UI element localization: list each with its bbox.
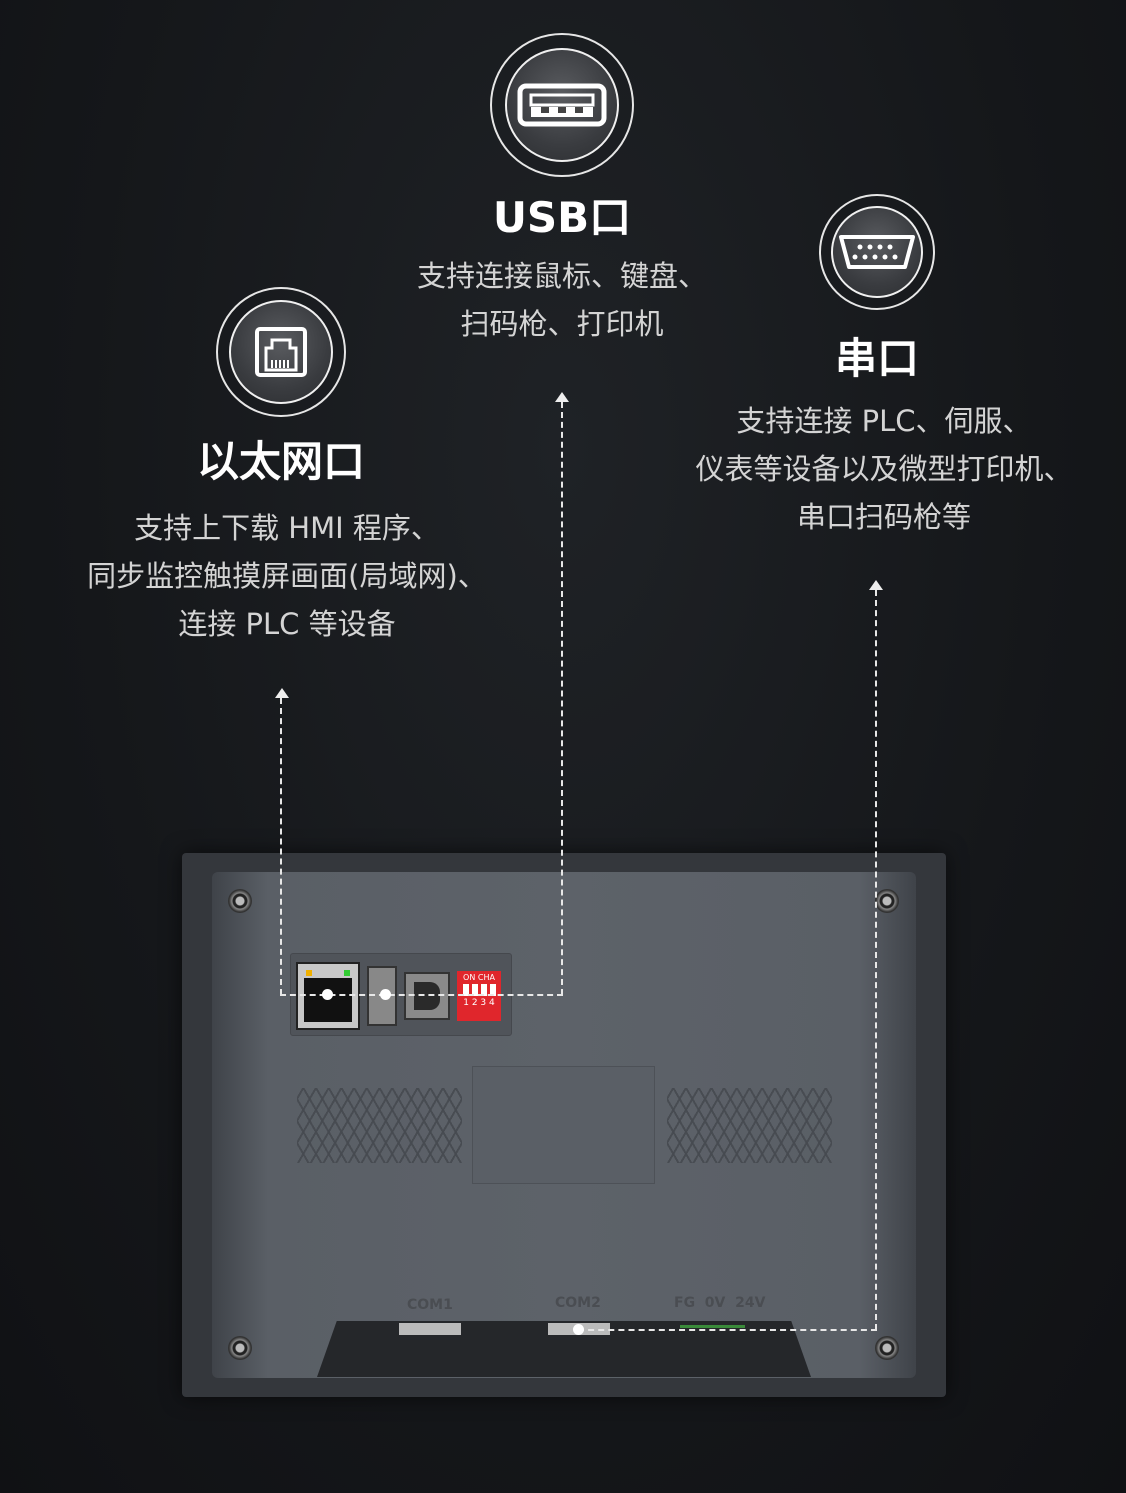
dip-switch[interactable]: ON CHA 1 2 3 4 — [457, 971, 501, 1021]
usb-icon-ring — [490, 33, 634, 177]
usb-b-port[interactable] — [404, 972, 450, 1020]
serial-desc-line: 仪表等设备以及微型打印机、 — [695, 452, 1073, 486]
serial-desc-line: 支持连接 PLC、伺服、 — [736, 404, 1032, 438]
usb-desc-line: 支持连接鼠标、键盘、 — [416, 259, 708, 293]
usb-marker-dot — [380, 989, 391, 1000]
ethernet-title: 以太网口 — [196, 437, 366, 486]
ethernet-desc-line: 同步监控触摸屏画面(局域网)、 — [87, 559, 487, 593]
port-callout-line — [280, 994, 563, 996]
dip-switch-numbers: 1 2 3 4 — [463, 998, 495, 1008]
screw — [228, 1336, 252, 1360]
screw — [875, 1336, 899, 1360]
dip-switch-label: ON CHA — [463, 973, 495, 982]
port-block: ON CHA 1 2 3 4 — [290, 953, 512, 1036]
usb-description: 支持连接鼠标、键盘、 扫码枪、打印机 — [417, 252, 707, 348]
com1-label: COM1 — [407, 1297, 453, 1313]
vent-right — [667, 1088, 832, 1163]
usb-callout-line — [561, 402, 563, 995]
ethernet-desc-line: 连接 PLC 等设备 — [178, 607, 396, 641]
serial-icon-ring — [819, 194, 935, 310]
serial-port-icon — [831, 206, 923, 298]
ethernet-callout-line — [280, 698, 282, 995]
ethernet-description: 支持上下载 HMI 程序、 同步监控触摸屏画面(局域网)、 连接 PLC 等设备 — [87, 504, 487, 648]
serial-title: 串口 — [834, 334, 920, 383]
ethernet-icon-ring — [216, 287, 346, 417]
power-label: FG 0V 24V — [674, 1295, 766, 1311]
screw — [875, 889, 899, 913]
vent-left — [297, 1088, 462, 1163]
serial-horizontal-line — [578, 1329, 877, 1331]
serial-callout-line — [875, 590, 877, 1330]
ethernet-port[interactable] — [296, 962, 360, 1030]
usb-desc-line: 扫码枪、打印机 — [460, 307, 664, 341]
com2-label: COM2 — [555, 1295, 601, 1311]
usb-title: USB口 — [492, 193, 632, 242]
hmi-device-back: ON CHA 1 2 3 4 COM1 COM2 FG 0V 24V — [182, 853, 946, 1397]
screw — [228, 889, 252, 913]
usb-icon — [505, 48, 619, 162]
ethernet-desc-line: 支持上下载 HMI 程序、 — [134, 511, 440, 545]
arrow-up-icon — [869, 580, 883, 590]
center-label-area — [472, 1066, 655, 1184]
serial-description: 支持连接 PLC、伺服、 仪表等设备以及微型打印机、 串口扫码枪等 — [695, 397, 1072, 541]
arrow-up-icon — [275, 688, 289, 698]
serial-marker-dot — [573, 1324, 584, 1335]
serial-desc-line: 串口扫码枪等 — [796, 500, 972, 534]
ethernet-icon — [229, 300, 333, 404]
com1-port[interactable] — [399, 1323, 461, 1335]
power-terminal[interactable] — [680, 1325, 745, 1328]
arrow-up-icon — [555, 392, 569, 402]
ethernet-marker-dot — [322, 989, 333, 1000]
